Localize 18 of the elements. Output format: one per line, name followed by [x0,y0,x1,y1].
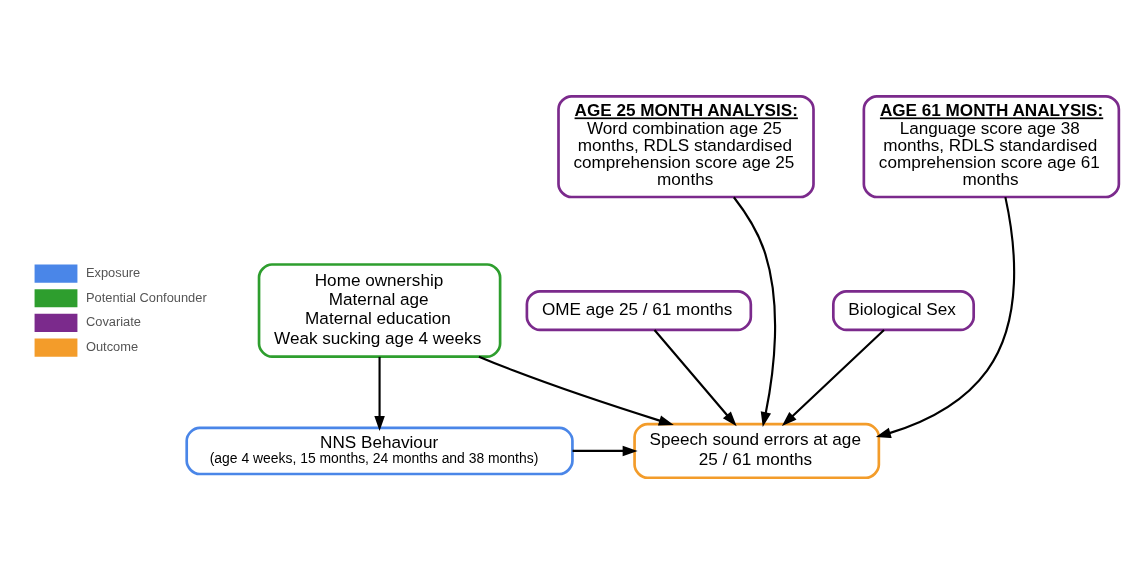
node-box: NNS Behaviour (age 4 weeks, 15 months, 24 months and 38 months) [185,426,574,475]
node-box: AGE 25 MONTH ANALYSIS: Word combination age 25 months, RDLS standardised comprehension score age 25 months [557,94,815,198]
legend-label: Exposure [86,264,141,280]
arrow [875,196,1016,438]
node-box: OME age 25 / 61 months [525,289,753,331]
arrow [781,328,885,426]
legend-label: Outcome [86,338,139,354]
legend-label: Potential Confounder [86,289,207,305]
legend-label: Covariate [86,313,141,329]
node-box: Home ownership Maternal age Maternal education Weak sucking age 4 weeks [257,262,502,358]
node-box: Speech sound errors at age 25 / 61 months [633,422,881,479]
node-box: Biological Sex [832,289,975,331]
arrow [572,445,638,456]
arrow [478,355,674,426]
arrow [653,328,737,426]
arrow [733,196,777,427]
arrow [374,356,385,431]
node-box: AGE 61 MONTH ANALYSIS: Language score age 38 months, RDLS standardised comprehension score age 61 months [862,94,1121,198]
